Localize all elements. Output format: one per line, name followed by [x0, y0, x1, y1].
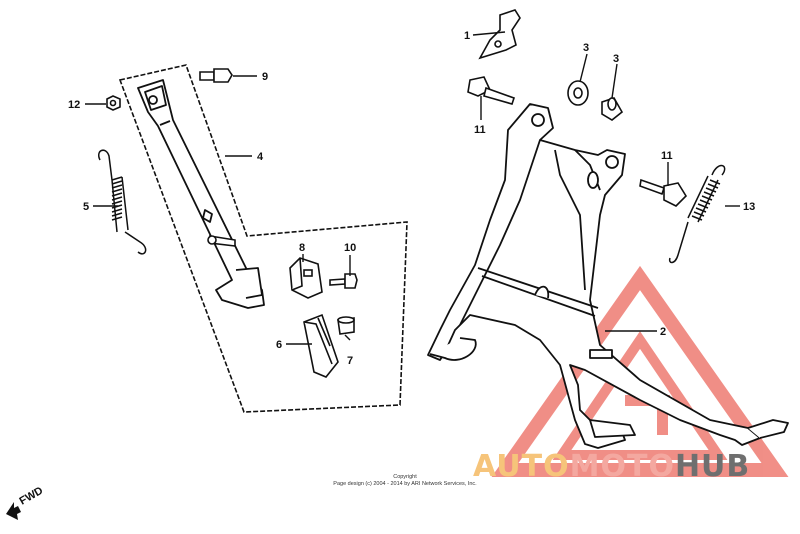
watermark-text: AUTOMOTOHUB [473, 449, 750, 485]
callout-5: 5 [83, 201, 89, 213]
side-stand-group [118, 64, 408, 413]
collar-7 [337, 316, 355, 335]
watermark-part-auto: AUTO [473, 449, 570, 484]
callout-10: 10 [344, 242, 356, 254]
callout-7: 7 [347, 355, 353, 367]
callout-8: 8 [299, 242, 305, 254]
copyright-notice: Copyright Page design (c) 2004 - 2014 by… [300, 474, 510, 488]
bolt-11-upper [467, 76, 516, 105]
callout-9: 9 [262, 71, 268, 83]
fwd-arrow: FWD [6, 485, 45, 520]
copyright-line2: Page design (c) 2004 - 2014 by ARI Netwo… [333, 481, 477, 487]
callout-2: 2 [660, 326, 666, 338]
watermark-part-moto: MOTO [569, 449, 675, 484]
side-stand [137, 79, 265, 309]
fwd-label: FWD [18, 485, 46, 508]
washer-3 [567, 80, 589, 106]
callout-1: 1 [464, 30, 470, 42]
spring-13 [668, 164, 726, 264]
rubber-3 [601, 97, 624, 121]
bolt-11-lower [639, 178, 688, 207]
callout-6: 6 [276, 339, 282, 351]
callout-13: 13 [743, 201, 755, 213]
nut-12 [106, 95, 121, 111]
side-stand-pin [207, 235, 236, 247]
bolt-9 [199, 68, 233, 83]
bracket-1 [478, 9, 521, 60]
switch-8 [289, 257, 323, 299]
screw-10 [329, 273, 358, 289]
leader-lines [85, 31, 740, 345]
callout-4: 4 [257, 151, 264, 163]
callout-3-washer: 3 [583, 42, 589, 54]
copyright-line1: Copyright [393, 474, 417, 480]
watermark-part-hub: HUB [674, 449, 751, 484]
spring-5 [98, 149, 147, 255]
main-stand [427, 103, 789, 449]
callout-12: 12 [68, 99, 80, 111]
bracket-6 [303, 313, 339, 378]
callout-11-upper: 11 [474, 124, 486, 136]
callout-3-rubber: 3 [613, 53, 619, 65]
callout-11-lower: 11 [661, 150, 673, 162]
